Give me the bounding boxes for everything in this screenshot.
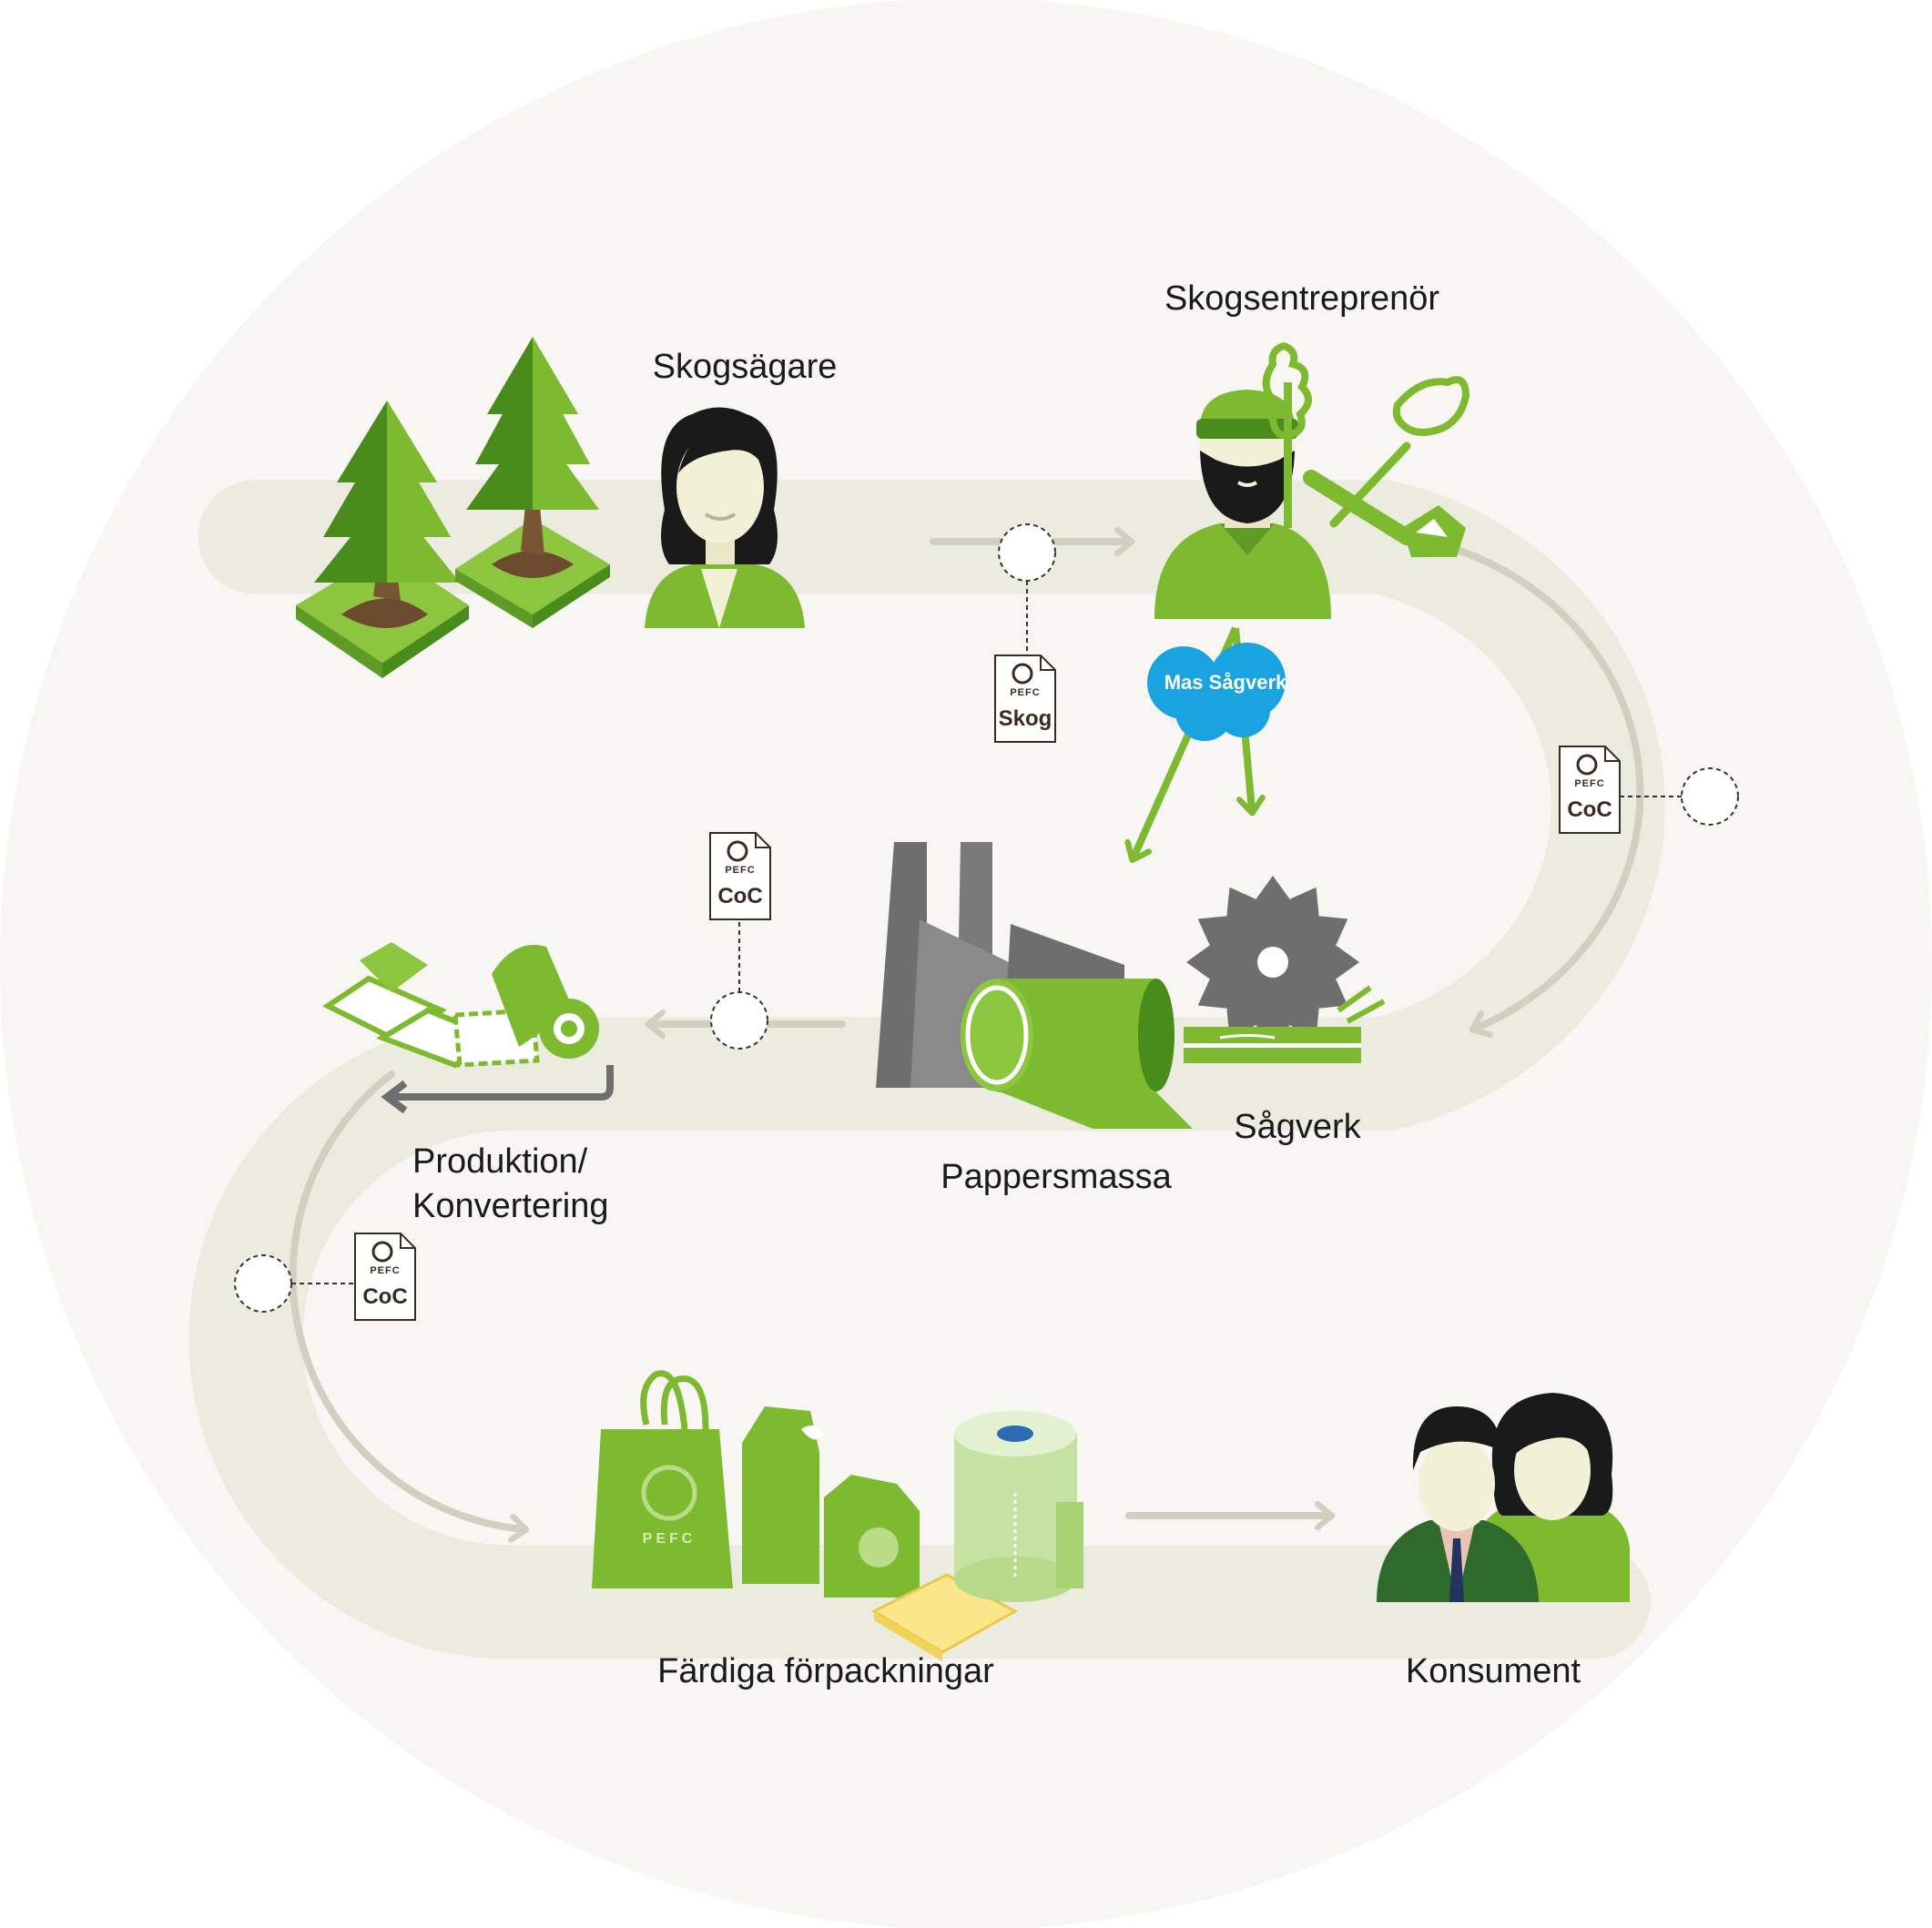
- callout-text: Mas Sågverk: [1164, 671, 1287, 694]
- converting-machine-icon: [322, 942, 614, 1114]
- checkpoint-coc-middle: [710, 919, 768, 1050]
- label-production-line-2: Konvertering: [412, 1187, 608, 1225]
- certificate-icon: PEFC CoC: [709, 832, 771, 920]
- certificate-kicker: PEFC: [1010, 687, 1040, 698]
- label-sawmill: Sågverk: [1234, 1108, 1361, 1146]
- mas-sagverk-callout: Mas Sågverk: [1124, 626, 1287, 864]
- label-consumer: Konsument: [1406, 1652, 1581, 1690]
- label-forest-contractor: Skogsentreprenör: [1164, 279, 1439, 318]
- process-track: [188, 480, 1665, 1659]
- tree-icon: [296, 401, 469, 678]
- label-production-line-1: Produktion/: [412, 1142, 588, 1181]
- tree-icon: [455, 337, 610, 628]
- checkpoint-coc-right: [1621, 767, 1739, 826]
- tree-icon: [1262, 341, 1312, 528]
- checkpoint-coc-left: [234, 1254, 355, 1313]
- label-forest-owner: Skogsägare: [653, 348, 838, 386]
- saw-blade-icon: [1186, 876, 1359, 1049]
- certificate-label: CoC: [717, 884, 762, 908]
- certificate-icon: PEFC CoC: [354, 1233, 416, 1321]
- certificate-label: CoC: [362, 1284, 407, 1309]
- certificate-kicker: PEFC: [725, 865, 755, 876]
- shopping-bag-icon: PEFC: [592, 1370, 733, 1588]
- paper-roll-icon: [961, 979, 1193, 1129]
- chainsaw-icon: [1303, 376, 1470, 557]
- checkpoint-skog: [998, 523, 1056, 655]
- certificate-label: CoC: [1567, 797, 1612, 822]
- consumers-icon: [1377, 1393, 1630, 1602]
- label-packaging: Färdiga förpackningar: [657, 1652, 994, 1690]
- tissue-roll-icon: [954, 1411, 1083, 1602]
- certificate-kicker: PEFC: [370, 1265, 400, 1276]
- bag-logo-text: PEFC: [643, 1531, 697, 1547]
- log-icon: [1184, 985, 1386, 1063]
- certificate-kicker: PEFC: [1574, 778, 1604, 789]
- certificate-label: Skog: [999, 706, 1052, 731]
- label-pulp: Pappersmassa: [941, 1158, 1172, 1196]
- carton-icon: [742, 1406, 920, 1598]
- certificate-icon: PEFC Skog: [994, 655, 1056, 743]
- woman-icon: [645, 407, 805, 628]
- certificate-icon: PEFC CoC: [1559, 746, 1621, 834]
